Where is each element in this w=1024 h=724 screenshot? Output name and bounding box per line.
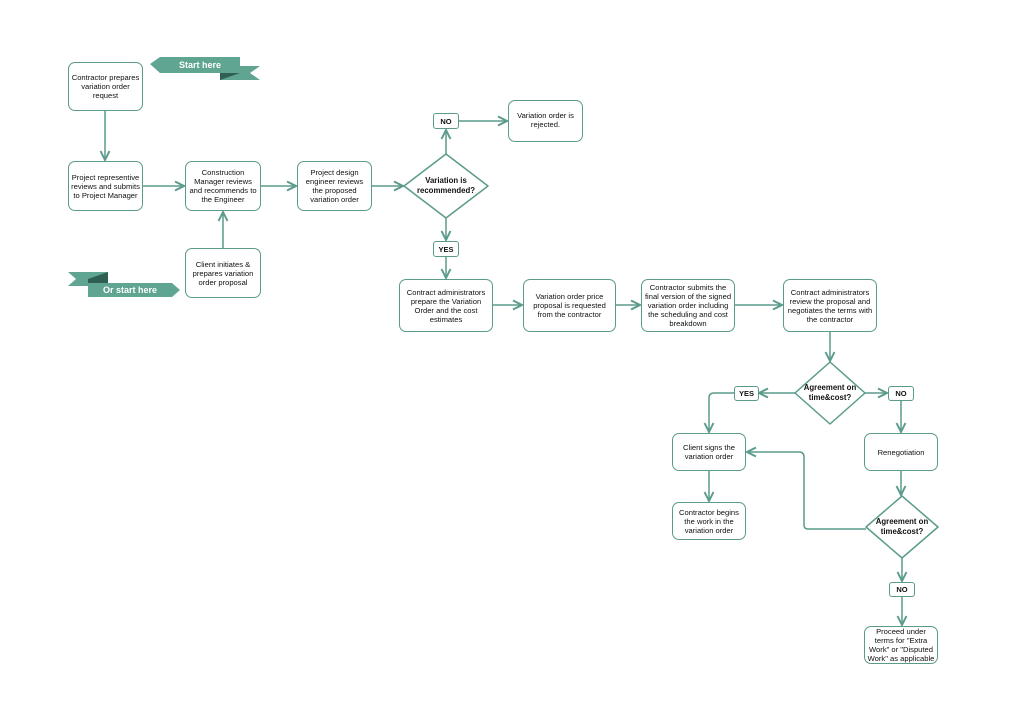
node-contract-admin-review: Contract administrators review the propo… [783,279,877,332]
decision-diamond [865,495,939,559]
node-contractor-prepares: Contractor prepares variation order requ… [68,62,143,111]
label-yes: YES [433,241,459,257]
decision-variation-recommended: Variation is recommended? [416,176,476,195]
node-rejected: Variation order is rejected. [508,100,583,142]
node-design-engineer: Project design engineer reviews the prop… [297,161,372,211]
node-client-initiates: Client initiates & prepares variation or… [185,248,261,298]
node-contractor-submits: Contractor submits the final version of … [641,279,735,332]
arrow [747,452,866,530]
ribbon-or-start-here [68,272,180,297]
node-contract-admin-prepare: Contract administrators prepare the Vari… [399,279,493,332]
node-proceed: Proceed under terms for "Extra Work" or … [864,626,938,664]
decision-diamond [403,153,489,219]
arrow [709,392,734,432]
label-no: NO [888,386,914,401]
node-price-proposal: Variation order price proposal is reques… [523,279,616,332]
start-here-label: Start here [178,60,222,70]
label-no: NO [889,582,915,597]
node-construction-manager: Construction Manager reviews and recomme… [185,161,261,211]
node-renegotiation: Renegotiation [864,433,938,471]
decision-agreement-1: Agreement on time&cost? [803,383,857,402]
node-client-signs: Client signs the variation order [672,433,746,471]
decision-agreement-2: Agreement on time&cost? [875,517,929,536]
node-project-rep: Project representive reviews and submits… [68,161,143,211]
ribbon-start-here [150,57,260,80]
node-contractor-begins: Contractor begins the work in the variat… [672,502,746,540]
decision-diamond [794,361,866,425]
label-yes: YES [734,386,759,401]
or-start-here-label: Or start here [102,285,158,295]
label-no: NO [433,113,459,129]
